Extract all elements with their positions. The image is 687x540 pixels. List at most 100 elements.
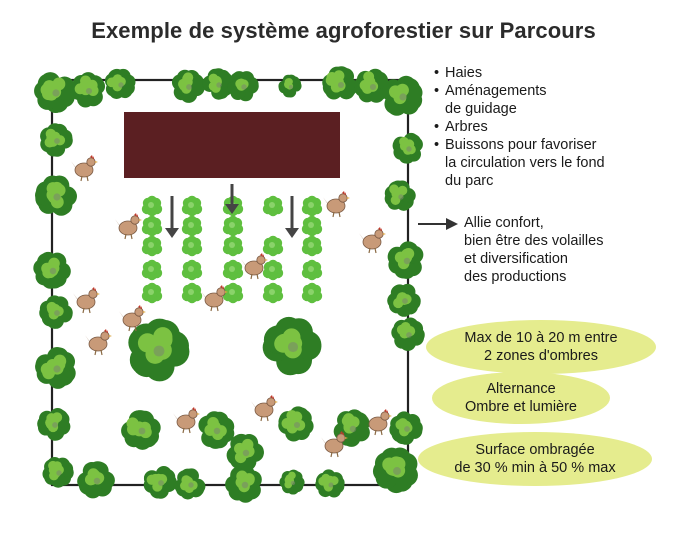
legend-text: Arbres: [445, 119, 488, 135]
ellipse-line: Surface ombragée: [475, 442, 595, 458]
shrub-icon: [301, 215, 323, 237]
right-arrow-icon: [418, 218, 458, 230]
hedge-bush-icon: [278, 74, 302, 98]
legend-item-haies: • Haies: [434, 64, 684, 82]
trees: [121, 316, 370, 471]
shrub-icon: [222, 235, 244, 257]
down-arrow-icon: [165, 196, 179, 238]
hedge-bush-icon: [391, 317, 425, 351]
shrub-icon: [301, 195, 323, 217]
shrub-icon: [262, 282, 284, 304]
hen-icon: [201, 285, 228, 312]
hedge-bush-icon: [42, 456, 74, 488]
shrub-icon: [301, 259, 323, 281]
shrub-icon: [181, 259, 203, 281]
shrub-icon: [301, 282, 323, 304]
hen-icon: [323, 191, 350, 218]
shrub-icon: [222, 282, 244, 304]
hedge-bush-icon: [389, 411, 423, 445]
hen-icon: [73, 287, 100, 314]
hedge-bush-icon: [381, 75, 423, 116]
hedge-bush-icon: [70, 72, 106, 108]
hedge-bush-icon: [77, 461, 115, 499]
legend-bullet: •: [434, 83, 440, 99]
hedge-bush-icon: [202, 68, 233, 100]
hen-icon: [119, 305, 146, 332]
tree-icon: [262, 316, 322, 376]
shrub-icon: [141, 215, 163, 237]
legend: • Haies • Aménagements de guidage • Arbr…: [434, 64, 684, 190]
tree-icon: [278, 406, 314, 442]
hedge-bush-icon: [143, 466, 177, 499]
legend-text: du parc: [445, 173, 494, 189]
hedge-bush-icon: [35, 175, 77, 216]
legend-text: Buissons pour favoriser: [445, 137, 597, 153]
arrow-note: Allie confort, bien être des volailles e…: [464, 214, 679, 286]
hens: [71, 155, 392, 458]
ellipse-shade-distance: Max de 10 à 20 m entre 2 zones d'ombres: [426, 320, 656, 374]
hedge-bush-icon: [279, 469, 305, 495]
legend-item-arbres: • Arbres: [434, 118, 684, 136]
building-icon: [124, 112, 340, 178]
arrow-note-line: Allie confort,: [464, 215, 544, 231]
diagram-title: Exemple de système agroforestier sur Par…: [91, 18, 596, 43]
tree-icon: [198, 411, 235, 449]
hen-icon: [251, 395, 278, 422]
hedge-bush-icon: [227, 71, 259, 102]
shrub-icon: [262, 235, 284, 257]
hedge-bush-icon: [315, 469, 345, 498]
hedge-bush-icon: [171, 69, 205, 103]
hen-icon: [359, 227, 386, 254]
shrub-icon: [222, 259, 244, 281]
shrub-icon: [222, 215, 244, 237]
hedge-bush-icon: [372, 447, 418, 494]
shrub-icon: [181, 235, 203, 257]
hedge-bush-icon: [37, 407, 71, 441]
ellipse-line: Alternance: [486, 381, 556, 397]
tree-icon: [128, 318, 190, 382]
shrub-icon: [141, 195, 163, 217]
hen-icon: [321, 431, 348, 458]
legend-text: de guidage: [445, 101, 517, 117]
hedge-bush-icon: [322, 66, 358, 100]
arrow-note-line: bien être des volailles: [464, 233, 604, 249]
legend-text: Aménagements: [445, 83, 547, 99]
ellipse-line: 2 zones d'ombres: [484, 348, 598, 364]
hedge-bush-icon: [392, 132, 423, 164]
hedge-bush-icon: [384, 180, 416, 211]
hedge-bush-icon: [33, 251, 71, 289]
shrub-icon: [141, 235, 163, 257]
guidance-shrubs: [141, 195, 323, 304]
hen-icon: [241, 253, 268, 280]
hen-icon: [115, 213, 142, 240]
hedge-bush-icon: [387, 241, 424, 279]
tree-icon: [226, 433, 264, 471]
legend-bullet: •: [434, 119, 440, 135]
legend-text: la circulation vers le fond: [445, 155, 605, 171]
arrow-note-line: des productions: [464, 269, 567, 285]
hen-icon: [85, 329, 112, 356]
shrub-icon: [181, 195, 203, 217]
legend-item-buissons: • Buissons pour favoriser la circulation…: [434, 136, 684, 190]
hedge-bush-icon: [40, 123, 73, 157]
ellipse-line: Ombre et lumière: [464, 399, 577, 415]
legend-bullet: •: [434, 65, 440, 81]
tree-icon: [121, 410, 161, 450]
ellipse-surface-ombragee: Surface ombragée de 30 % min à 50 % max: [418, 432, 652, 486]
shrub-icon: [141, 282, 163, 304]
hen-icon: [365, 409, 392, 436]
shrub-icon: [301, 235, 323, 257]
hedge-bush-icon: [104, 68, 136, 100]
ellipse-line: Max de 10 à 20 m entre: [464, 330, 618, 346]
shrub-icon: [181, 215, 203, 237]
hedge-bush-icon: [35, 347, 76, 389]
hedge-bush-icon: [34, 72, 76, 113]
shrub-icon: [141, 259, 163, 281]
shrub-icon: [262, 195, 284, 217]
legend-bullet: •: [434, 137, 440, 153]
hen-icon: [173, 407, 200, 434]
hedges: [33, 66, 425, 503]
shrub-icon: [181, 282, 203, 304]
hedge-bush-icon: [225, 465, 262, 503]
